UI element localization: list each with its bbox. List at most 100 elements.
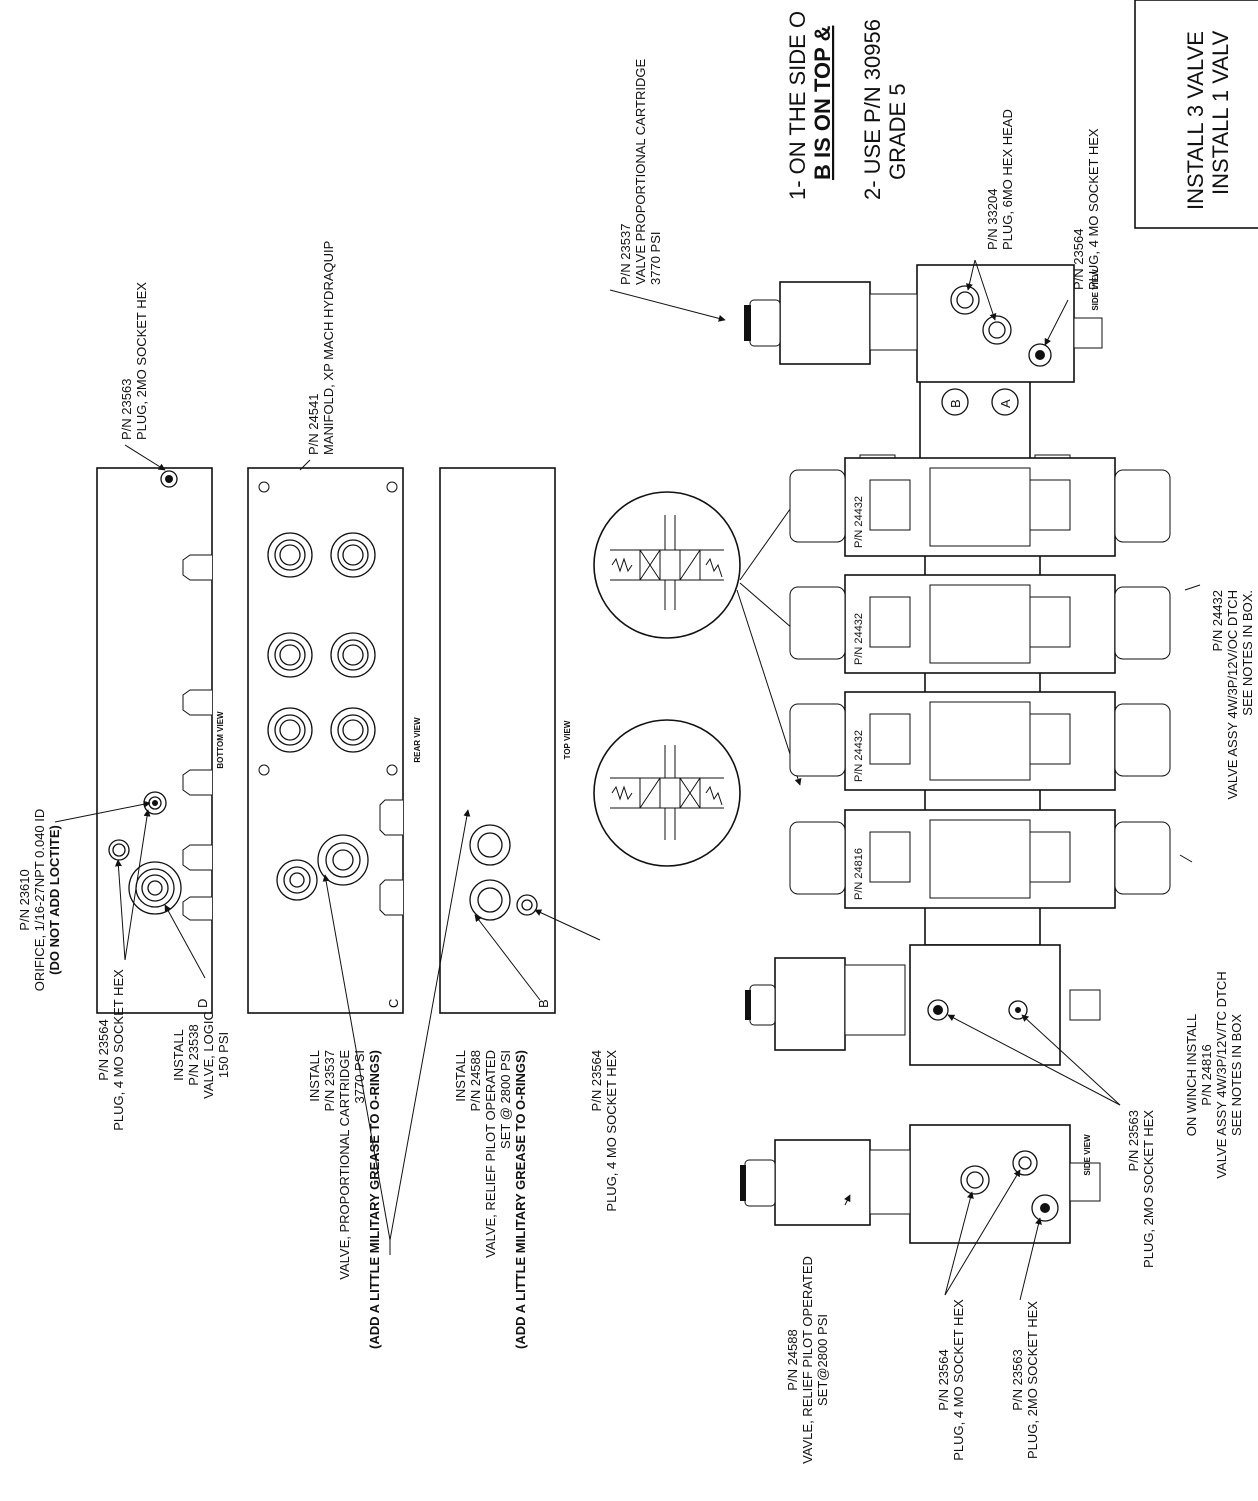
svg-text:P/N 23564: P/N 23564: [96, 1019, 111, 1080]
valve-1: P/N 24432: [789, 457, 1171, 557]
callout-relief-install: INSTALL P/N 24588 VALVE, RELIEF PILOT OP…: [453, 1050, 528, 1349]
svg-text:150 PSI: 150 PSI: [216, 1032, 231, 1078]
valve-stack: P/N 24432 P/N 24432 P/N 24432: [745, 379, 1171, 1066]
callout-plug-2mo-bottom: P/N 23563 PLUG, 2MO SOCKET HEX: [119, 282, 149, 440]
valve-3: P/N 24432: [789, 691, 1171, 791]
port-b-side-label: B: [948, 399, 963, 408]
port-c-label: C: [386, 999, 401, 1008]
svg-text:VALVE, RELIEF PILOT OPERATED: VALVE, RELIEF PILOT OPERATED: [483, 1050, 498, 1258]
svg-text:(ADD A LITTLE MILITARY GREASE: (ADD A LITTLE MILITARY GREASE TO O-RINGS…: [513, 1050, 528, 1349]
top-view-label: TOP VIEW: [563, 720, 572, 759]
valve-2-label: P/N 24432: [853, 613, 865, 665]
svg-text:VALVE ASSY 4W/3P/12V/OC DTCH: VALVE ASSY 4W/3P/12V/OC DTCH: [1225, 590, 1240, 800]
callout-prop-cartridge-side: P/N 23537 VALVE PROPORTIONAL CARTRIDGE 3…: [618, 59, 663, 285]
upper-side-view: SIDE VIEW: [744, 264, 1103, 383]
svg-text:P/N 23563: P/N 23563: [1126, 1110, 1141, 1171]
svg-text:PLUG, 2MO SOCKET HEX: PLUG, 2MO SOCKET HEX: [1025, 1301, 1040, 1459]
valve-4: P/N 24816: [789, 809, 1171, 909]
rear-view-block: C REAR VIEW: [247, 467, 422, 1014]
callout-plug-2mo-lower: P/N 23563 PLUG, 2MO SOCKET HEX: [1010, 1301, 1040, 1459]
svg-text:P/N 23564: P/N 23564: [589, 1050, 604, 1111]
svg-text:PLUG, 4 MO SOCKET HEX: PLUG, 4 MO SOCKET HEX: [1086, 128, 1101, 290]
svg-text:P/N 23537: P/N 23537: [618, 224, 633, 285]
note-box-line-1: INSTALL 3 VALVE: [1183, 31, 1208, 210]
callout-relief-side: P/N 24588 VAVLE, RELIEF PILOT OPERATED S…: [785, 1256, 830, 1464]
svg-text:ON WINCH INSTALL: ON WINCH INSTALL: [1184, 1014, 1199, 1137]
bottom-view-label: BOTTOM VIEW: [216, 711, 225, 769]
callout-logic-valve: INSTALL P/N 23538 VALVE, LOGIC 150 PSI: [171, 1011, 231, 1099]
schematic-symbol-tc: [593, 719, 741, 867]
svg-text:SEE NOTES IN BOX: SEE NOTES IN BOX: [1229, 1014, 1244, 1136]
svg-text:SET @ 2800 PSI: SET @ 2800 PSI: [498, 1050, 513, 1149]
callout-orifice: P/N 23610 ORIFICE, 1/16-27NPT 0.040 ID (…: [17, 809, 62, 992]
svg-text:P/N 24588: P/N 24588: [468, 1050, 483, 1111]
svg-text:PLUG, 4 MO SOCKET HEX: PLUG, 4 MO SOCKET HEX: [604, 1050, 619, 1212]
svg-text:P/N 23563: P/N 23563: [1010, 1349, 1025, 1410]
svg-text:P/N 33204: P/N 33204: [985, 189, 1000, 250]
svg-text:PLUG, 2MO SOCKET HEX: PLUG, 2MO SOCKET HEX: [134, 282, 149, 440]
svg-text:(DO NOT ADD LOCTITE): (DO NOT ADD LOCTITE): [47, 825, 62, 975]
svg-text:PLUG, 4 MO SOCKET HEX: PLUG, 4 MO SOCKET HEX: [951, 1299, 966, 1461]
side-view-upper-label: SIDE VIEW: [1091, 269, 1100, 311]
callout-prop-cartridge-install: INSTALL P/N 23537 VALVE, PROPORTIONAL CA…: [307, 1050, 382, 1349]
valve-4-label: P/N 24816: [853, 848, 865, 900]
svg-text:PLUG, 6MO HEX HEAD: PLUG, 6MO HEX HEAD: [1000, 109, 1015, 250]
rear-view-label: REAR VIEW: [413, 717, 422, 763]
svg-text:VALVE ASSY 4W/3P/12V/TC DTCH: VALVE ASSY 4W/3P/12V/TC DTCH: [1214, 971, 1229, 1178]
svg-text:(ADD A LITTLE MILITARY GREASE: (ADD A LITTLE MILITARY GREASE TO O-RINGS…: [367, 1050, 382, 1349]
valve-2: P/N 24432: [789, 574, 1171, 674]
port-d-label: D: [195, 999, 210, 1008]
side-view-lower-label: SIDE VIEW: [1083, 1134, 1092, 1176]
callout-plug-4mo-lower: P/N 23564 PLUG, 4 MO SOCKET HEX: [936, 1299, 966, 1461]
note-2-line-2: GRADE 5: [885, 83, 910, 180]
note-1-line-2: B IS ON TOP &: [810, 25, 835, 180]
callout-valve-assy-oc: P/N 24432 VALVE ASSY 4W/3P/12V/OC DTCH S…: [1210, 590, 1255, 800]
svg-text:P/N 23538: P/N 23538: [186, 1024, 201, 1085]
leader-lines: [54, 259, 1201, 1301]
callout-plug-6mo: P/N 33204 PLUG, 6MO HEX HEAD: [985, 109, 1015, 250]
svg-text:MANIFOLD, XP MACH HYDRAQUIP: MANIFOLD, XP MACH HYDRAQUIP: [321, 241, 336, 455]
svg-text:SEE NOTES IN BOX.: SEE NOTES IN BOX.: [1240, 590, 1255, 716]
schematic-symbol-oc: [593, 491, 741, 639]
top-view-block: B TOP VIEW: [439, 467, 572, 1014]
svg-text:P/N 23563: P/N 23563: [119, 379, 134, 440]
note-1-line-1: 1- ON THE SIDE O: [785, 11, 810, 200]
svg-text:INSTALL: INSTALL: [171, 1029, 186, 1081]
callout-plug-4mo-side: P/N 23564 PLUG, 4 MO SOCKET HEX: [1071, 128, 1101, 290]
lower-side-view: SIDE VIEW: [740, 1124, 1101, 1244]
svg-text:PLUG, 2MO SOCKET HEX: PLUG, 2MO SOCKET HEX: [1141, 1110, 1156, 1268]
callout-plug-2mo-mid: P/N 23563 PLUG, 2MO SOCKET HEX: [1126, 1110, 1156, 1268]
svg-text:VAVLE, RELIEF PILOT OPERATED: VAVLE, RELIEF PILOT OPERATED: [800, 1256, 815, 1464]
svg-text:P/N 23564: P/N 23564: [1071, 229, 1086, 290]
svg-text:P/N 24541: P/N 24541: [306, 394, 321, 455]
notes-area: N 1- ON THE SIDE O B IS ON TOP & 2- USE …: [785, 0, 1258, 229]
svg-text:P/N 24816: P/N 24816: [1199, 1044, 1214, 1105]
svg-text:P/N 23537: P/N 23537: [322, 1050, 337, 1111]
bottom-view-block: D BOTTOM VIEW: [96, 467, 225, 1014]
callout-valve-assy-tc: ON WINCH INSTALL P/N 24816 VALVE ASSY 4W…: [1184, 971, 1244, 1178]
svg-text:P/N 24588: P/N 24588: [785, 1329, 800, 1390]
svg-text:P/N 24432: P/N 24432: [1210, 590, 1225, 651]
svg-text:PLUG, 4 MO SOCKET HEX: PLUG, 4 MO SOCKET HEX: [111, 969, 126, 1131]
svg-text:INSTALL: INSTALL: [307, 1050, 322, 1102]
svg-text:VALVE, PROPORTIONAL CARTRIDGE: VALVE, PROPORTIONAL CARTRIDGE: [337, 1050, 352, 1280]
svg-text:INSTALL: INSTALL: [453, 1050, 468, 1102]
svg-text:ORIFICE, 1/16-27NPT 0.040 ID: ORIFICE, 1/16-27NPT 0.040 ID: [32, 809, 47, 992]
svg-text:P/N 23610: P/N 23610: [17, 869, 32, 930]
rear-port-grid: [267, 532, 376, 753]
svg-text:VALVE, LOGIC: VALVE, LOGIC: [201, 1011, 216, 1099]
port-b-label: B: [536, 999, 551, 1008]
note-box-line-2: INSTALL 1 VALV: [1208, 30, 1233, 195]
callout-plug-4mo-top: P/N 23564 PLUG, 4 MO SOCKET HEX: [589, 1050, 619, 1212]
callout-manifold: P/N 24541 MANIFOLD, XP MACH HYDRAQUIP: [306, 241, 336, 455]
svg-text:P/N 23564: P/N 23564: [936, 1349, 951, 1410]
svg-text:SET@2800 PSI: SET@2800 PSI: [815, 1314, 830, 1406]
svg-text:VALVE PROPORTIONAL CARTRIDGE: VALVE PROPORTIONAL CARTRIDGE: [633, 59, 648, 285]
valve-1-label: P/N 24432: [853, 496, 865, 548]
port-a-side-label: A: [998, 399, 1013, 408]
callout-plug-4mo-bottom: P/N 23564 PLUG, 4 MO SOCKET HEX: [96, 969, 126, 1131]
svg-text:3770 PSI: 3770 PSI: [352, 1050, 367, 1104]
note-2-line-1: 2- USE P/N 30956: [860, 19, 885, 200]
svg-text:3770 PSI: 3770 PSI: [648, 232, 663, 286]
